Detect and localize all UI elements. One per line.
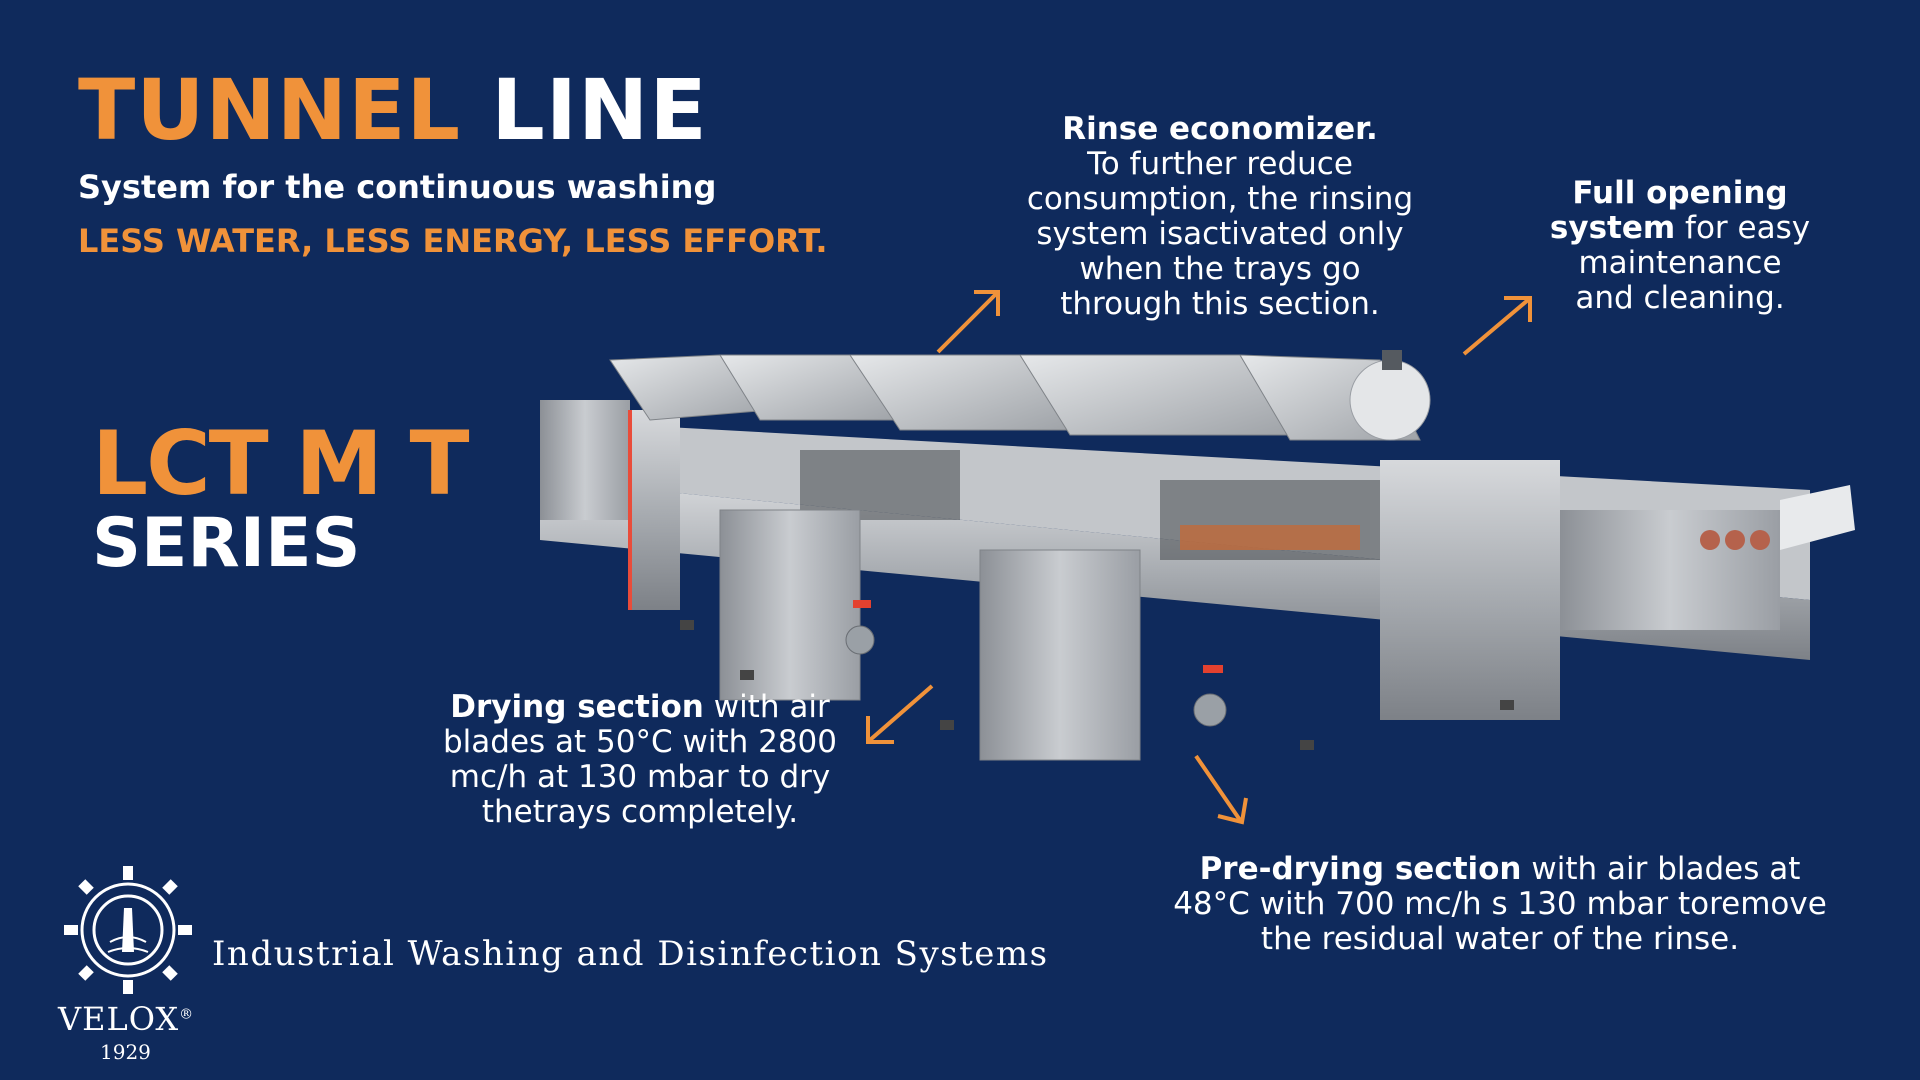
arrow-opening-icon — [1462, 296, 1532, 356]
predrying-line-2: the residual water of the rinse. — [1260, 921, 1740, 957]
company-tagline: Industrial Washing and Disinfection Syst… — [212, 934, 1049, 974]
title-accent: TUNNEL — [78, 61, 462, 159]
opening-line-2: and cleaning. — [1575, 280, 1785, 316]
opening-heading-1: Full opening — [1572, 175, 1788, 211]
opening-heading-2: system — [1549, 210, 1676, 246]
page-title: TUNNEL LINE — [78, 68, 708, 152]
arrow-drying-icon — [866, 684, 934, 744]
opening-line-1: maintenance — [1578, 245, 1782, 281]
brand-registered: ® — [179, 1006, 195, 1023]
arrow-rinse-icon — [936, 290, 1000, 354]
rinse-line-2: consumption, the rinsing — [1026, 181, 1414, 217]
rinse-line-3: system isactivated only — [1036, 216, 1404, 252]
callout-full-opening: Full opening system for easy maintenance… — [1500, 176, 1860, 316]
rinse-heading: Rinse economizer. — [1062, 111, 1378, 147]
callout-rinse-economizer: Rinse economizer. To further reduce cons… — [960, 112, 1480, 322]
drying-rest-1: with air — [703, 689, 830, 725]
drying-line-3: thetrays completely. — [481, 794, 799, 830]
title-rest: LINE — [491, 61, 708, 159]
series-label: SERIES — [92, 504, 361, 583]
arrow-predrying-icon — [1194, 754, 1248, 825]
callout-drying-section: Drying section with air blades at 50°C w… — [400, 690, 880, 830]
drying-heading: Drying section — [450, 689, 704, 725]
brand-year: 1929 — [100, 1040, 151, 1064]
rinse-line-5: through this section. — [1060, 286, 1380, 322]
rinse-line-4: when the trays go — [1079, 251, 1361, 287]
tagline: LESS WATER, LESS ENERGY, LESS EFFORT. — [78, 222, 828, 260]
subtitle: System for the continuous washing — [78, 168, 717, 206]
predrying-heading: Pre-drying section — [1199, 851, 1522, 887]
predrying-rest-1: with air blades at — [1521, 851, 1801, 887]
predrying-line-1: 48°C with 700 mc/h s 130 mbar toremove — [1173, 886, 1827, 922]
series-model: LCT M T — [92, 412, 470, 515]
tunnel-washer-image — [540, 350, 1855, 761]
drying-line-2: mc/h at 130 mbar to dry — [449, 759, 831, 795]
drying-line-1: blades at 50°C with 2800 — [442, 724, 837, 760]
brand-text: VELOX — [58, 1000, 180, 1038]
gear-lighthouse-logo-icon — [64, 866, 192, 994]
rinse-line-1: To further reduce — [1087, 146, 1353, 182]
callout-pre-drying-section: Pre-drying section with air blades at 48… — [1120, 852, 1880, 957]
opening-rest-1: for easy — [1675, 210, 1811, 246]
brand-name: VELOX® — [58, 1000, 194, 1038]
